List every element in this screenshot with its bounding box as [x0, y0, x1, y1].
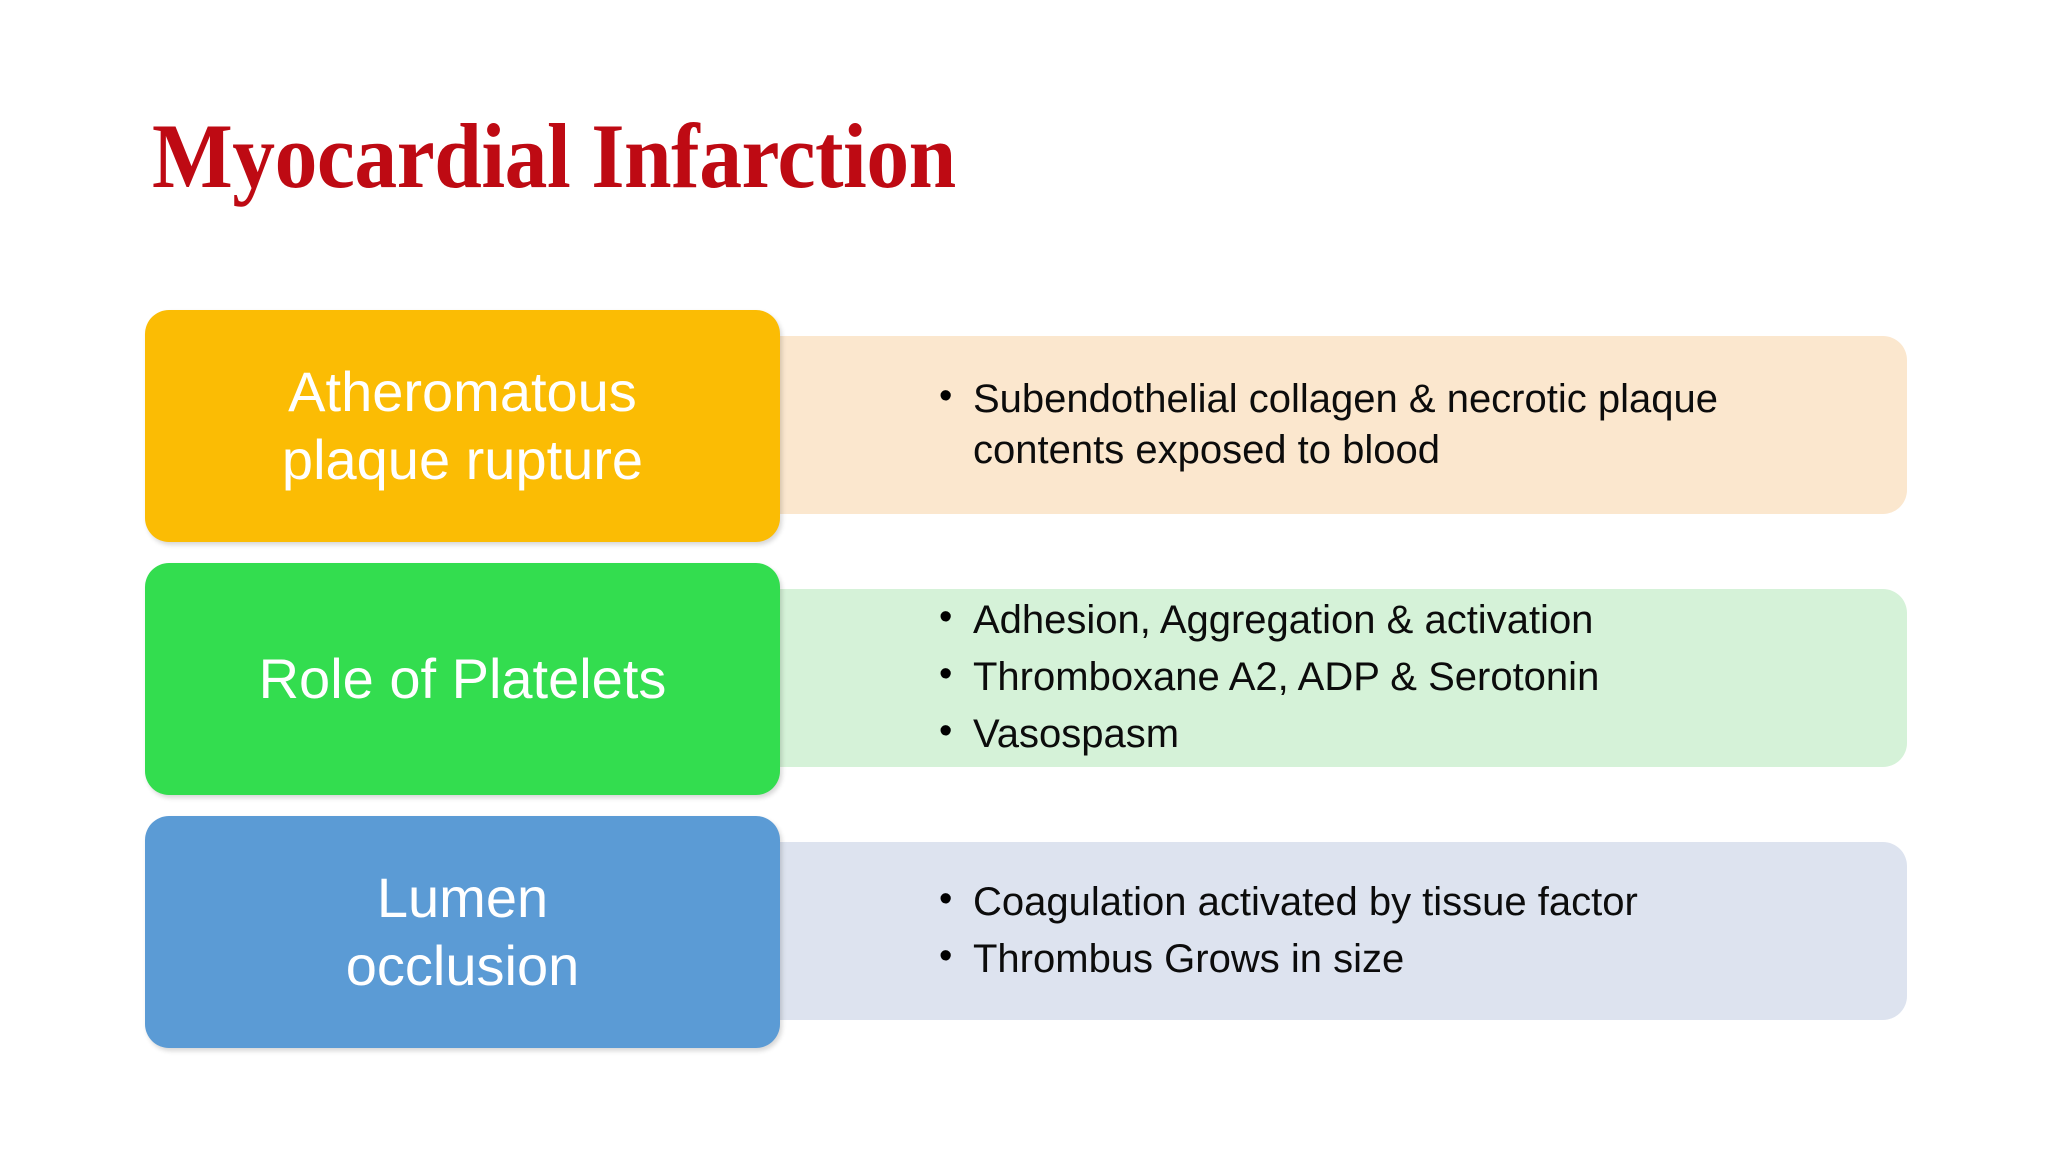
bullet-list-1: Subendothelial collagen & necrotic plaqu… — [935, 372, 1867, 476]
stage-label-text-3: Lumen occlusion — [345, 865, 580, 997]
process-row-2: Adhesion, Aggregation & activation Throm… — [145, 563, 1907, 795]
detail-panel-3-content: Coagulation activated by tissue factor T… — [935, 875, 1867, 985]
stage-label-box-2[interactable]: Role of Platelets — [145, 563, 780, 795]
stage-label-box-1[interactable]: Atheromatous plaque rupture — [145, 310, 780, 542]
bullet-list-3: Coagulation activated by tissue factor T… — [935, 875, 1867, 985]
stage-label-text-1: Atheromatous plaque rupture — [281, 359, 644, 491]
detail-panel-2: Adhesion, Aggregation & activation Throm… — [780, 589, 1907, 767]
process-row-3: Coagulation activated by tissue factor T… — [145, 816, 1907, 1048]
list-item: Thrombus Grows in size — [935, 932, 1867, 985]
detail-panel-2-content: Adhesion, Aggregation & activation Throm… — [935, 593, 1867, 761]
process-row-1: Subendothelial collagen & necrotic plaqu… — [145, 310, 1907, 542]
detail-panel-1-content: Subendothelial collagen & necrotic plaqu… — [935, 372, 1867, 476]
list-item: Thromboxane A2, ADP & Serotonin — [935, 650, 1867, 703]
list-item: Subendothelial collagen & necrotic plaqu… — [935, 372, 1867, 476]
list-item: Coagulation activated by tissue factor — [935, 875, 1867, 928]
detail-panel-3: Coagulation activated by tissue factor T… — [780, 842, 1907, 1020]
list-item: Adhesion, Aggregation & activation — [935, 593, 1867, 646]
detail-panel-1: Subendothelial collagen & necrotic plaqu… — [780, 336, 1907, 514]
stage-label-text-2: Role of Platelets — [258, 646, 667, 710]
stage-label-box-3[interactable]: Lumen occlusion — [145, 816, 780, 1048]
list-item: Vasospasm — [935, 708, 1867, 761]
bullet-list-2: Adhesion, Aggregation & activation Throm… — [935, 593, 1867, 761]
page-title: Myocardial Infarction — [152, 105, 956, 207]
